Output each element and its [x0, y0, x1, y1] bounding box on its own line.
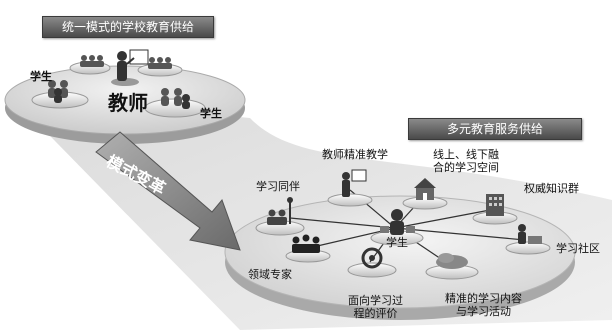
top-student-label-left: 学生: [30, 70, 52, 83]
center-student-icon: [380, 209, 415, 235]
node-evaluation: 面向学习过 程的评价: [348, 294, 403, 320]
bottom-title-banner: 多元教育服务供给: [408, 118, 582, 140]
node-content-line2: 与学习活动: [456, 305, 511, 318]
node-learning-space: 线上、线下融 合的学习空间: [433, 148, 499, 174]
node-content: 精准的学习内容 与学习活动: [445, 292, 522, 318]
peers-icon: [267, 197, 293, 225]
top-students-left: [31, 55, 111, 109]
top-title-banner: 统一模式的学校教育供给: [42, 16, 214, 38]
node-experts: 领域专家: [248, 268, 292, 281]
node-learning-space-line2: 合的学习空间: [433, 161, 499, 174]
node-authority: 权威知识群: [524, 182, 579, 195]
node-community: 学习社区: [556, 242, 600, 255]
content-icon: [436, 253, 468, 269]
authority-icon: [486, 194, 504, 216]
node-evaluation-line1: 面向学习过: [348, 294, 403, 307]
node-content-line1: 精准的学习内容: [445, 292, 522, 305]
node-peers: 学习同伴: [256, 180, 300, 193]
experts-icon: [292, 234, 320, 253]
node-evaluation-line2: 程的评价: [353, 307, 398, 320]
node-teacher-precise: 教师精准教学: [322, 148, 388, 161]
node-learning-space-line1: 线上、线下融: [433, 148, 499, 161]
community-icon: [518, 224, 542, 244]
top-teacher-label: 教师: [108, 91, 148, 115]
transition-arrow: [95, 131, 241, 251]
top-students-right: [137, 57, 206, 118]
teacher-precise-icon: [342, 169, 367, 197]
space-icon: [414, 178, 436, 200]
top-teacher: [111, 49, 149, 86]
node-center-student: 学生: [386, 236, 408, 249]
top-student-label-right: 学生: [200, 107, 222, 120]
evaluation-icon: [361, 247, 383, 269]
